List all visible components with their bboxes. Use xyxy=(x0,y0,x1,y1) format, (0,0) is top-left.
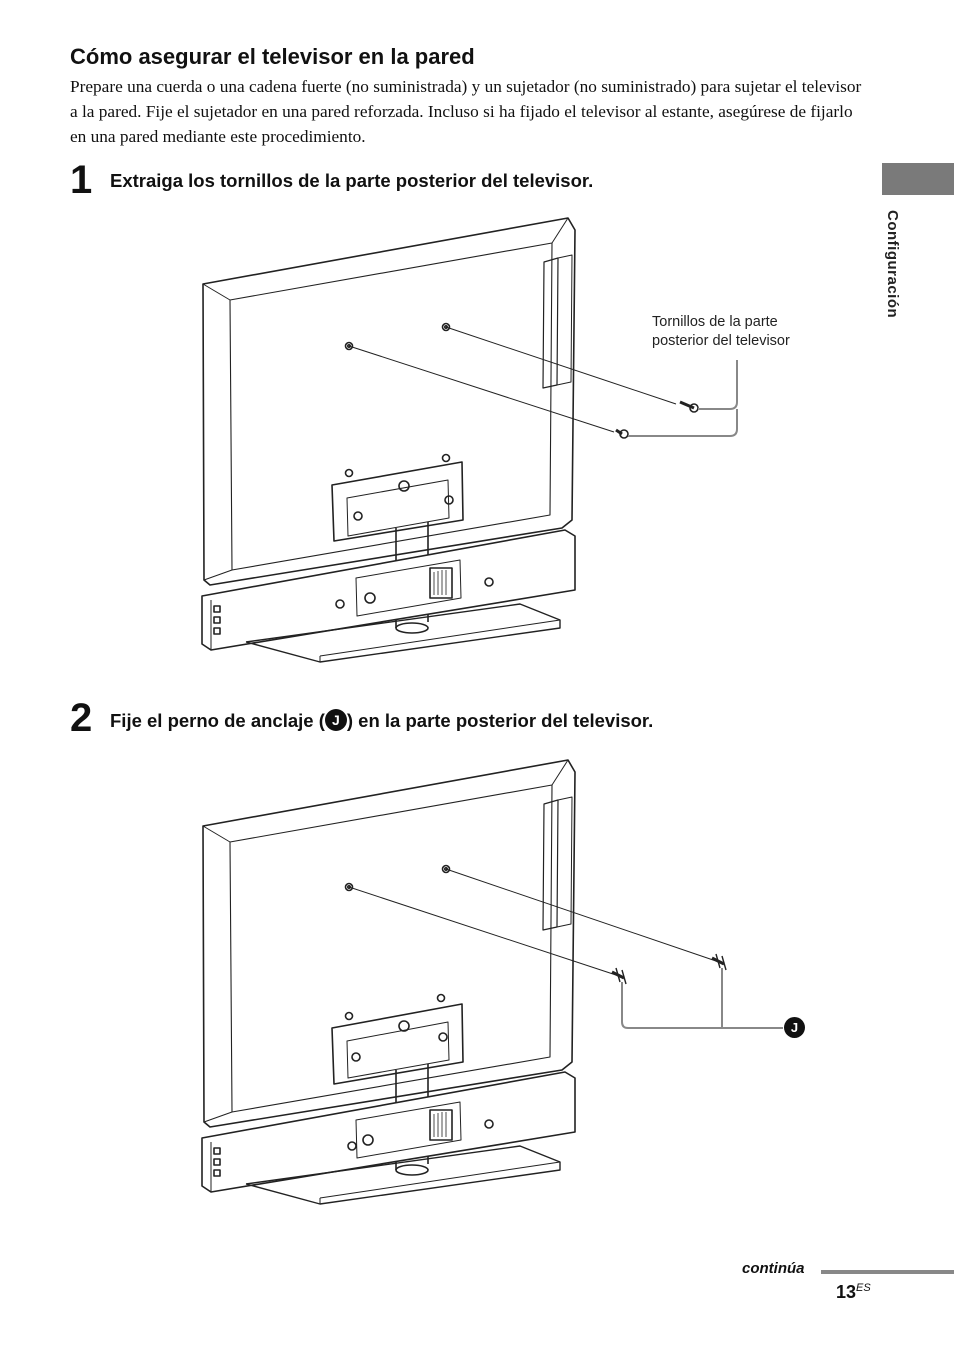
step-2-text-before: Fije el perno de anclaje ( xyxy=(110,710,325,731)
screws-label: Tornillos de la parte posterior del tele… xyxy=(652,314,790,349)
section-side-label: Configuración xyxy=(884,210,901,319)
step-2-text-after: ) en la parte posterior del televisor. xyxy=(346,710,654,731)
step-1-number: 1 xyxy=(70,158,93,202)
intro-paragraph: Prepare una cuerda o una cadena fuerte (… xyxy=(70,77,862,146)
continued-label: continúa xyxy=(742,1260,805,1277)
callout-j-figure: J xyxy=(784,1017,805,1038)
step-1-text: Extraiga los tornillos de la parte poste… xyxy=(110,170,594,191)
step-2-number: 2 xyxy=(70,696,93,740)
page-number: 13ES xyxy=(836,1282,871,1302)
section-heading: Cómo asegurar el televisor en la pared xyxy=(70,44,475,69)
callout-j-badge: J xyxy=(324,709,347,731)
continued-bar xyxy=(821,1270,954,1274)
step-2-text: Fije el perno de anclaje (J) en la parte… xyxy=(110,709,653,732)
section-tab-marker xyxy=(882,163,954,195)
